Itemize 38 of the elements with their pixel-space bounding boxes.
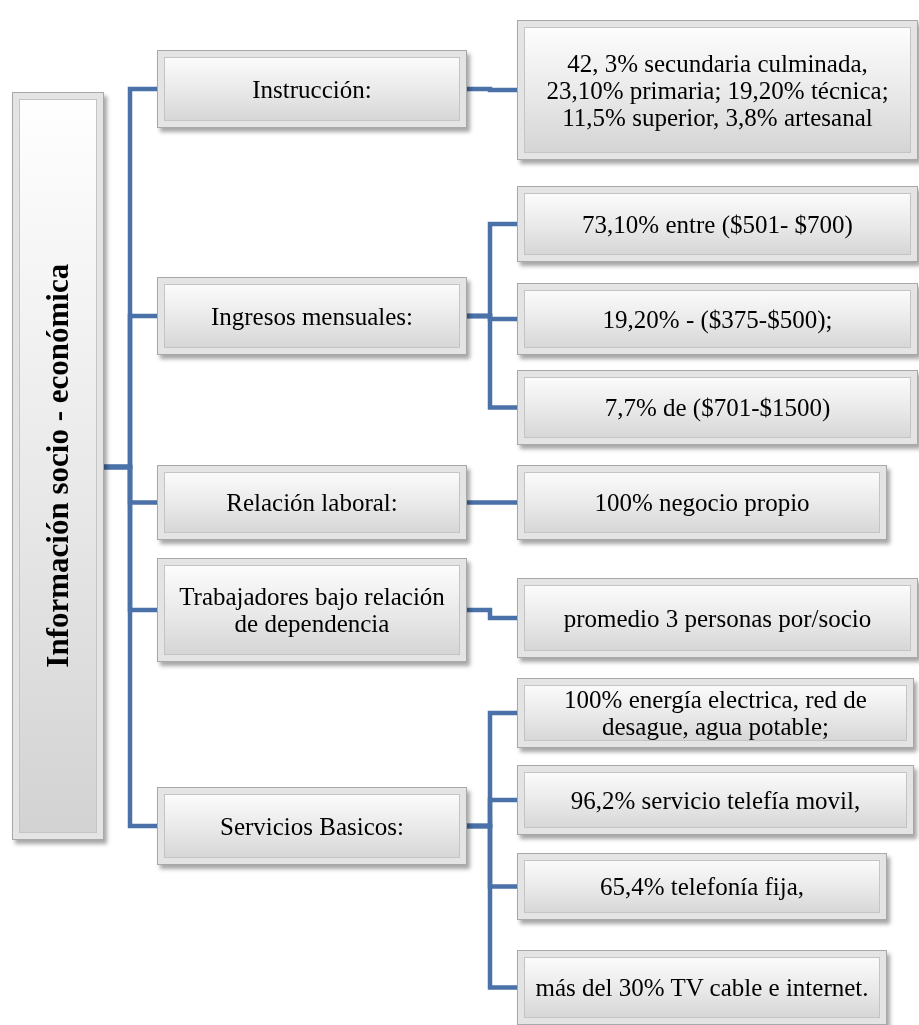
category-box bbox=[517, 578, 918, 658]
box-text: 100% energía electrica, red de desague, agua potable; bbox=[563, 686, 868, 740]
box-text: Trabajadores bajo relación de dependencia bbox=[178, 583, 446, 637]
category-box bbox=[157, 50, 467, 128]
category-box bbox=[517, 370, 918, 445]
box-text: promedio 3 personas por/socio bbox=[563, 604, 872, 632]
connector-line bbox=[467, 607, 517, 621]
category-box bbox=[517, 186, 918, 262]
category-box bbox=[157, 277, 467, 355]
category-box bbox=[157, 558, 467, 662]
box-text: 42, 3% secundaria culminada, 23,10% primaria; 19,20% técnica; 11,5% superior, 3,8% artesanal bbox=[545, 49, 890, 131]
category-box bbox=[517, 853, 887, 920]
connector-line bbox=[467, 86, 517, 93]
box-text: Ingresos mensuales: bbox=[210, 302, 413, 330]
connector-line bbox=[104, 464, 157, 829]
box-text: 19,20% - ($375-$500); bbox=[602, 305, 833, 333]
title-box bbox=[12, 92, 104, 840]
box-text: Relación laboral: bbox=[226, 489, 398, 516]
category-box bbox=[517, 283, 918, 355]
box-text: Información socio - económica bbox=[41, 264, 75, 668]
connector-line bbox=[467, 313, 517, 410]
category-box bbox=[157, 465, 467, 540]
box-text: 96,2% servicio telefía movil, bbox=[570, 786, 861, 814]
box-text: 73,10% entre ($501- $700) bbox=[582, 210, 853, 238]
connector-line bbox=[467, 823, 517, 990]
connector-line bbox=[467, 500, 517, 505]
category-box bbox=[517, 465, 887, 540]
category-box bbox=[517, 678, 914, 748]
category-box bbox=[517, 20, 918, 160]
category-box bbox=[157, 787, 467, 865]
box-text: 65,4% telefonía fija, bbox=[599, 873, 805, 900]
box-text: Instrucción: bbox=[252, 75, 372, 103]
category-box bbox=[517, 950, 887, 1025]
box-text: Servicios Basicos: bbox=[220, 812, 404, 840]
box-text: 100% negocio propio bbox=[594, 489, 810, 516]
box-text: más del 30% TV cable e internet. bbox=[535, 974, 869, 1001]
category-box bbox=[517, 765, 914, 835]
box-text: 7,7% de ($701-$1500) bbox=[604, 394, 831, 421]
